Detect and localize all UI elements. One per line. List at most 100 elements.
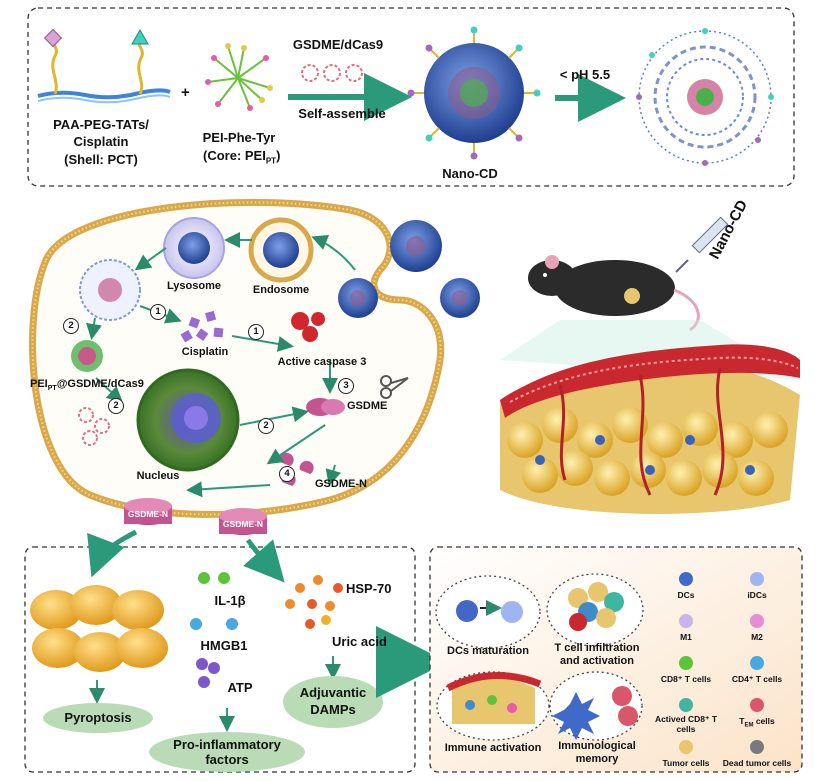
- il1b-label: IL-1β: [214, 593, 246, 608]
- legend-dead-tumor-label: Dead tumor cells: [722, 758, 792, 768]
- legend-actived-cd8-label-2: cells: [676, 724, 696, 734]
- syringe-icon: [675, 216, 729, 273]
- pore-left-label: GSDME-N: [127, 509, 169, 519]
- legend-cd4-label: CD4⁺ T cells: [731, 674, 783, 684]
- tcell-cluster-icon: [568, 582, 624, 631]
- legend-tem-rest: cells: [753, 716, 775, 726]
- ph-label: < pH 5.5: [559, 67, 611, 82]
- lysosome-icon: [163, 217, 225, 279]
- nano-cd-label: Nano-CD: [442, 166, 498, 181]
- legend-cd8-label: CD8⁺ T cells: [660, 674, 712, 684]
- shell-label: PAA-PEG-TATs/: [53, 117, 149, 132]
- nucleus-label: Nucleus: [136, 470, 180, 482]
- pei-complex-label: PEIPT@GSDME/dCas9: [30, 378, 144, 392]
- gsdme-n-label: GSDME-N: [315, 478, 367, 490]
- proinflammatory-label: Pro-inflammatory: [173, 737, 281, 752]
- immune-activation-icon: [446, 672, 542, 724]
- legend-swatches: [679, 572, 764, 754]
- legend-dc-label: DCs: [677, 590, 695, 600]
- legend-tumor-swatch: [679, 740, 693, 754]
- legend-tem-subscript: EM: [744, 722, 754, 729]
- active-caspase-label: Active caspase 3: [277, 356, 367, 368]
- legend-cd8-swatch: [679, 656, 693, 670]
- adjuvantic-label: Adjuvantic: [299, 685, 367, 700]
- core-sublabel-close: ): [276, 148, 281, 163]
- atp-dots-icon: [196, 658, 220, 688]
- legend-idc-label: iDCs: [747, 590, 767, 600]
- and-activation-label: and activation: [560, 655, 634, 667]
- legend-tem-swatch: [750, 698, 764, 712]
- dc-cells-icon: [456, 600, 523, 623]
- shell-label-line2: Cisplatin: [73, 134, 129, 149]
- gsdme-n-pore-left-icon: [124, 498, 172, 525]
- hmgb1-label: HMGB1: [200, 638, 248, 653]
- tumor-tissue-icon: [500, 344, 800, 514]
- step-2-marker-c: 2: [258, 418, 274, 434]
- memory-label: memory: [575, 753, 619, 765]
- pei-complex-icon: [71, 340, 103, 372]
- cisplatin-icon: [180, 310, 224, 343]
- plus-sign: +: [181, 84, 190, 101]
- gsdme-icon: [306, 398, 345, 416]
- shell-polymer-icon: [37, 28, 171, 104]
- pei-complex-rest: @GSDME/dCas9: [56, 378, 144, 390]
- shell-sublabel: (Shell: PCT): [64, 152, 138, 167]
- nano-cd-particle-icon: [407, 26, 541, 160]
- cargo-label: GSDME/dCas9: [292, 37, 384, 52]
- factors-label: factors: [205, 752, 249, 767]
- uric-acid-label: Uric acid: [332, 634, 387, 649]
- step-4-marker: 4: [279, 466, 295, 482]
- core-sublabel-text: (Core: PEI: [203, 148, 266, 163]
- endosome-icon: [248, 217, 314, 283]
- plasmid-icons: [301, 64, 363, 82]
- pyroptotic-cells-icon: [30, 585, 168, 672]
- cell-swollen-particle-icon: [79, 259, 141, 321]
- legend-dc-swatch: [679, 572, 693, 586]
- legend-m1-label: M1: [680, 632, 692, 642]
- step-1-marker-a: 1: [150, 304, 166, 320]
- legend-actived-cd8-label: Actived CD8⁺ T: [654, 714, 718, 724]
- core-label: PEI-Phe-Tyr: [202, 130, 276, 145]
- legend-cd4-swatch: [750, 656, 764, 670]
- gsdme-label: GSDME: [347, 400, 388, 412]
- pore-right-label: GSDME-N: [222, 519, 264, 529]
- pore-output-arrows: [87, 529, 285, 583]
- scissors-icon: [380, 375, 409, 399]
- pei-complex-text: PEI: [30, 378, 48, 390]
- legend-tem-text: T: [739, 716, 745, 726]
- nucleus-icon: [136, 368, 240, 472]
- tcell-infiltration-label: T cell infiltration: [554, 642, 640, 654]
- hmgb1-dots-icon: [190, 618, 238, 630]
- legend-idc-swatch: [750, 572, 764, 586]
- step-3-marker: 3: [338, 378, 354, 394]
- atp-label: ATP: [227, 680, 253, 695]
- legend-m2-swatch: [750, 614, 764, 628]
- core-polymer-icon: [207, 45, 271, 109]
- pei-complex-subscript: PT: [47, 385, 57, 393]
- legend-m2-label: M2: [751, 632, 763, 642]
- self-assemble-label: Self-assemble: [298, 106, 386, 121]
- memory-cells-icon: [552, 686, 638, 740]
- dc-maturation-vignette: [435, 575, 541, 649]
- top-panel-border: [27, 7, 795, 187]
- hsp70-label: HSP-70: [346, 581, 392, 596]
- legend-actived-cd8-swatch: [679, 698, 693, 712]
- dc-maturation-label: DCs maturation: [447, 645, 529, 657]
- step-2-marker-b: 2: [108, 398, 124, 414]
- legend-tem-label: TEM cells: [739, 716, 774, 729]
- core-sublabel-subscript: PT: [265, 156, 277, 166]
- il1b-dots-icon: [198, 572, 230, 584]
- plasmid-free-icon: [78, 407, 110, 446]
- immune-activation-label: Immune activation: [444, 742, 542, 754]
- legend-dead-tumor-swatch: [750, 740, 764, 754]
- lysosome-label: Lysosome: [166, 280, 222, 292]
- legend-tumor-label: Tumor cells: [662, 758, 710, 768]
- step-1-marker-b: 1: [248, 324, 264, 340]
- cisplatin-label: Cisplatin: [181, 346, 229, 358]
- active-caspase-icon: [291, 312, 326, 342]
- hsp70-dots-icon: [285, 575, 343, 629]
- core-dots-icon: [205, 43, 273, 111]
- pyroptosis-label: Pyroptosis: [64, 710, 132, 725]
- endosome-label: Endosome: [252, 284, 310, 296]
